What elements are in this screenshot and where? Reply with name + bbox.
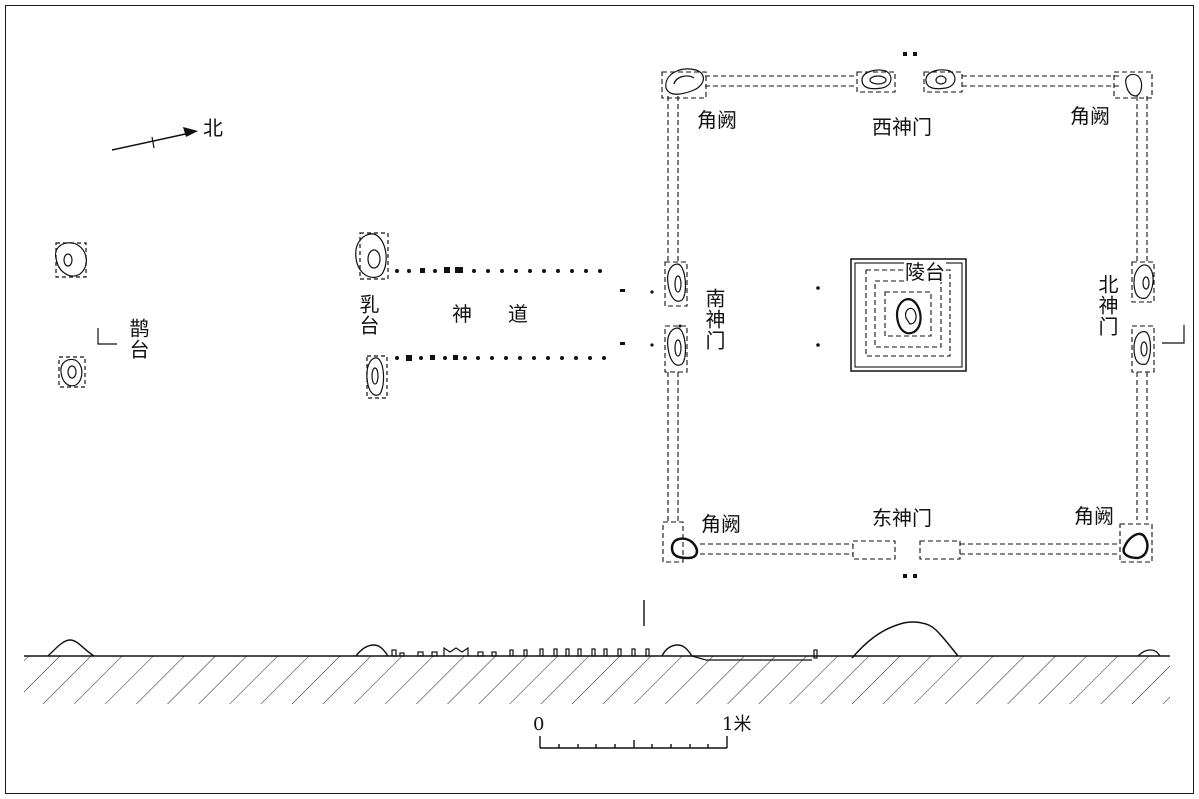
- east-gate-label: 东神门: [872, 506, 932, 530]
- corner-tower-label-sw: 角阙: [701, 512, 741, 536]
- spirit-way-char-2: 道: [508, 302, 528, 326]
- scale-end-label: 1米: [722, 714, 752, 735]
- mausoleum-label: 陵台: [904, 260, 946, 284]
- south-gate-label: 南神门: [702, 288, 726, 351]
- corner-tower-label-nw: 角阙: [697, 108, 737, 132]
- spirit-way-char-1: 神: [452, 302, 472, 326]
- north-label: 北: [203, 116, 223, 140]
- west-gate-label: 西神门: [872, 115, 932, 139]
- magpie-terrace-label: 鹊台: [126, 318, 150, 360]
- corner-tower-label-ne: 角阙: [1070, 104, 1110, 128]
- spirit-way-statue-rows: [395, 267, 654, 361]
- north-gate-label: 北神门: [1095, 274, 1119, 337]
- tower-mounds: [665, 68, 1154, 560]
- gate-markers: [678, 52, 917, 578]
- scale-bar: [539, 736, 728, 749]
- section-marker: [1162, 325, 1185, 344]
- elevation-profile: [24, 600, 1170, 704]
- corner-tower-label-se: 角阙: [1074, 504, 1114, 528]
- breast-terrace-label: 乳台: [356, 294, 380, 336]
- breast-terrace-mounds: [355, 232, 389, 399]
- north-arrow-icon: [111, 127, 198, 151]
- magpie-terrace-mounds: [54, 242, 117, 388]
- enclosure-walls: [661, 71, 1155, 563]
- scale-start-label: 0: [533, 714, 545, 735]
